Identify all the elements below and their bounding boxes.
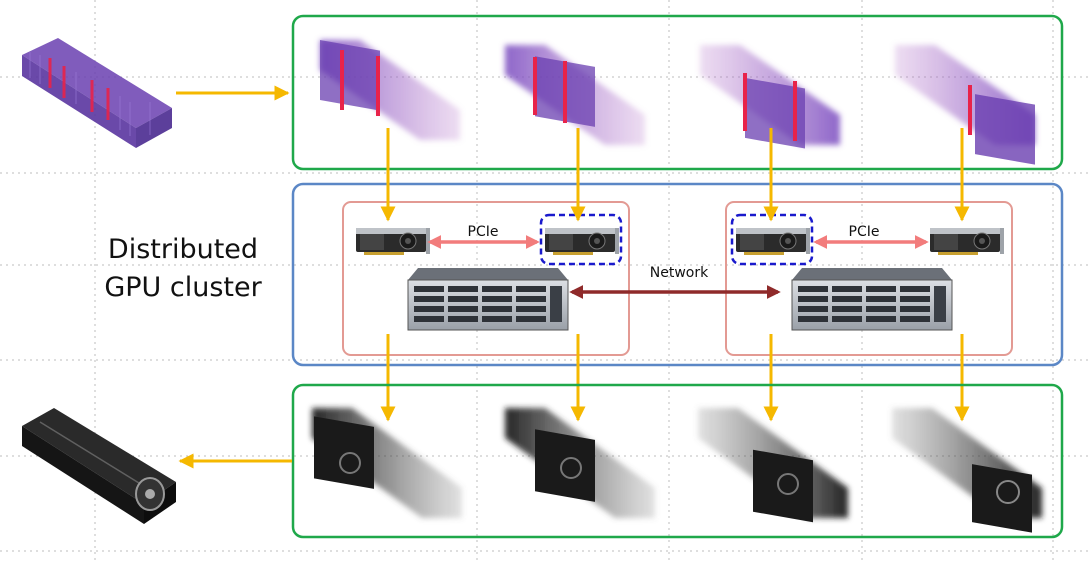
flow-arrows-to-output bbox=[380, 334, 970, 422]
gpu-cluster-box bbox=[291, 182, 1064, 367]
data-bricks-box bbox=[291, 14, 1064, 171]
gpu-card-icon bbox=[735, 227, 811, 256]
volume-brick-icon bbox=[895, 45, 1035, 165]
rendered-volume-icon bbox=[22, 408, 176, 524]
rack-server-icon bbox=[407, 267, 569, 331]
volume-brick-icon bbox=[505, 45, 645, 145]
compute-node-left bbox=[342, 201, 630, 356]
pcie-label-left: PCIe bbox=[468, 224, 499, 240]
rendered-brick-icon bbox=[312, 408, 462, 518]
rack-server-icon bbox=[791, 267, 953, 331]
network-label: Network bbox=[650, 265, 709, 281]
gpu-card-icon bbox=[355, 227, 431, 256]
gpu-card-icon bbox=[544, 227, 620, 256]
rendered-brick-icon bbox=[698, 408, 848, 523]
compute-node-right bbox=[725, 201, 1013, 356]
cluster-title-line1: Distributed bbox=[108, 234, 258, 265]
volume-brick-icon bbox=[700, 45, 840, 149]
volume-brick-icon bbox=[320, 40, 460, 140]
rendered-bricks-box bbox=[291, 383, 1064, 539]
input-volume-icon bbox=[22, 38, 172, 148]
rendered-brick-icon bbox=[505, 408, 655, 518]
flow-arrows-to-gpus bbox=[380, 128, 970, 222]
rendered-brick-icon bbox=[892, 408, 1042, 533]
cluster-title-line2: GPU cluster bbox=[104, 272, 262, 303]
pcie-label-right: PCIe bbox=[849, 224, 880, 240]
gpu-card-icon bbox=[929, 227, 1005, 256]
